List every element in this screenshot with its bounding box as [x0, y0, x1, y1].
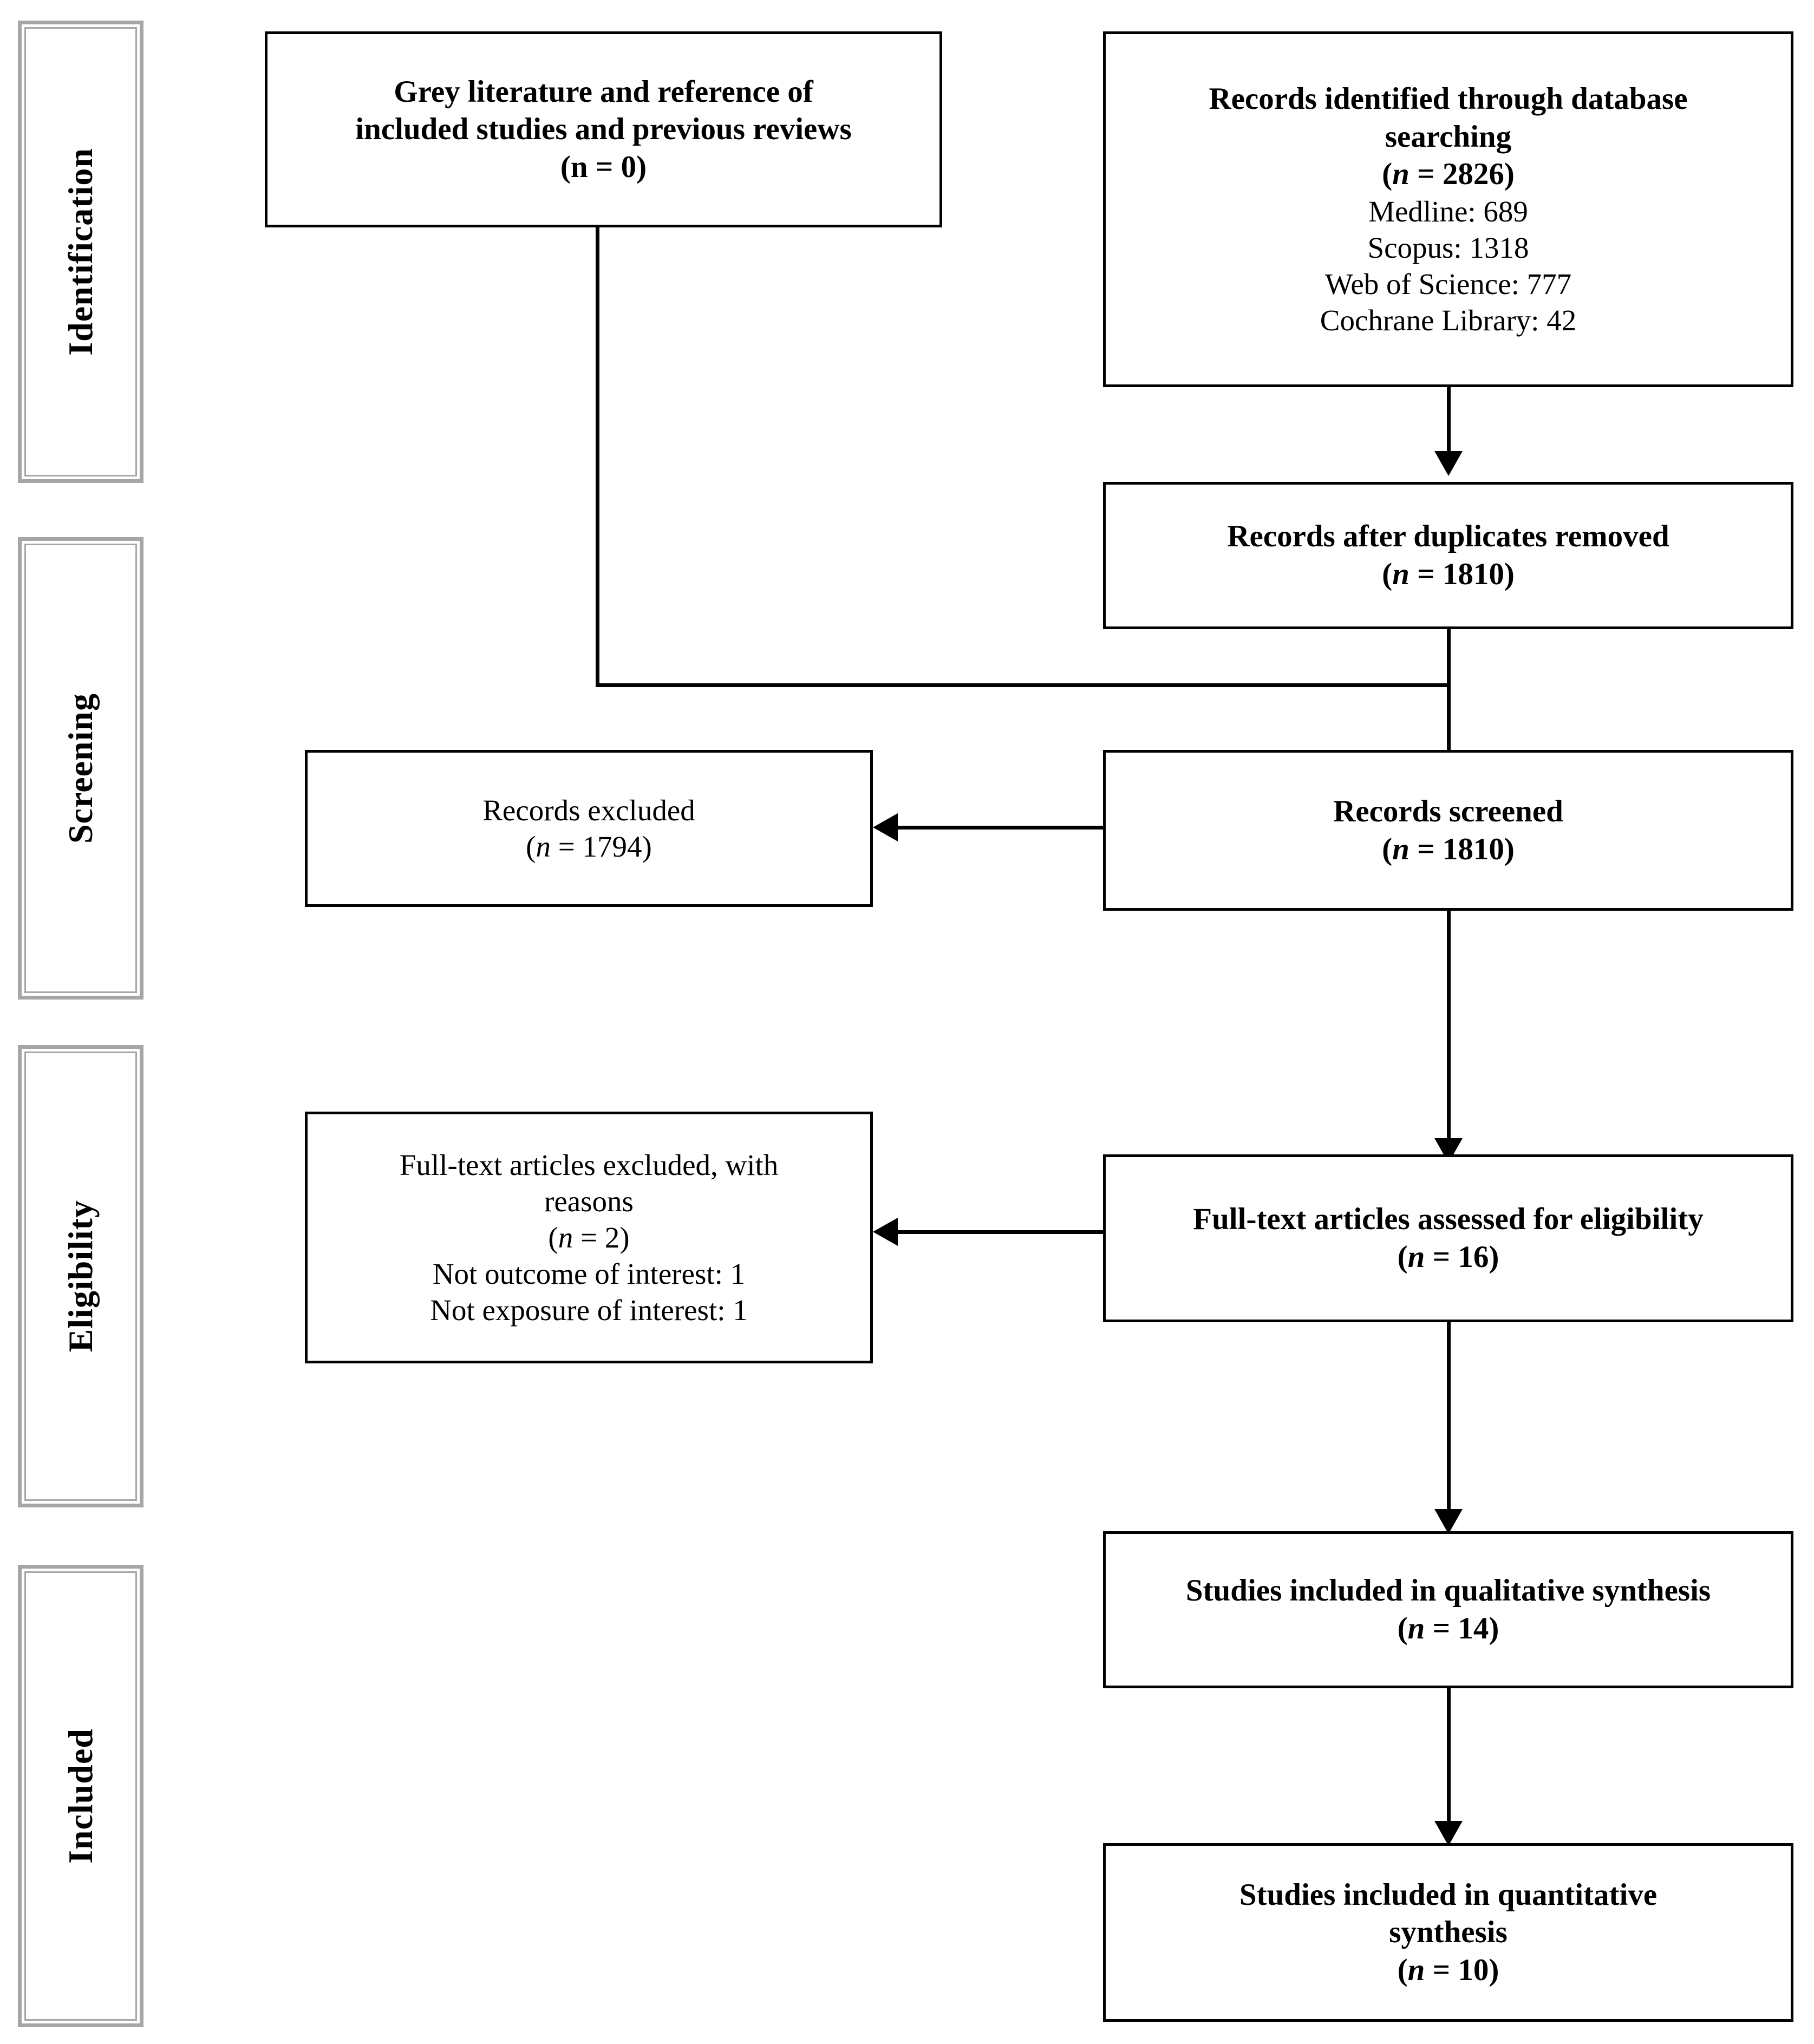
box-count: (n = 14)	[1121, 1610, 1776, 1648]
connector-qualitative-to-quantitative	[1447, 1688, 1451, 1821]
count-value: = 2826)	[1409, 157, 1515, 192]
count-value: = 1810)	[1409, 832, 1515, 866]
box-count: (n = 1810)	[1121, 831, 1776, 868]
source-item: Web of Science: 777	[1324, 267, 1572, 301]
count-value: = 16)	[1425, 1240, 1499, 1274]
count-value: = 1810)	[1409, 557, 1515, 591]
count-open: (	[1397, 1952, 1408, 1987]
reason-item: Not outcome of interest: 1	[432, 1257, 746, 1291]
box-quantitative-synthesis: Studies included in quantitative synthes…	[1103, 1843, 1793, 2022]
box-count: (n = 1810)	[1121, 556, 1776, 593]
connector-grey-literature-down	[596, 227, 599, 687]
count-n: (n	[560, 149, 588, 184]
count-value: = 14)	[1425, 1611, 1499, 1645]
stage-label-identification: Identification	[18, 21, 143, 483]
stage-label-frame: Included	[24, 1571, 137, 2021]
count-n: n	[1392, 157, 1410, 192]
box-duplicates-removed: Records after duplicates removed (n = 18…	[1103, 482, 1793, 629]
box-title-line-2: included studies and previous reviews	[355, 112, 852, 147]
connector-fulltext-to-qualitative	[1447, 1322, 1451, 1509]
box-title-line-1: Grey literature and reference of	[394, 74, 813, 109]
stage-label-included: Included	[18, 1565, 143, 2027]
arrowhead-screened-to-excluded	[873, 813, 898, 841]
count-open: (	[526, 830, 536, 863]
box-count: (n = 2)	[323, 1219, 855, 1256]
box-qualitative-synthesis: Studies included in qualitative synthesi…	[1103, 1531, 1793, 1688]
count-n: n	[1407, 1240, 1425, 1274]
count-n: n	[1392, 832, 1410, 866]
box-title: Records after duplicates removed	[1227, 519, 1669, 554]
box-grey-literature: Grey literature and reference of include…	[265, 31, 942, 227]
box-fulltext-excluded: Full-text articles excluded, with reason…	[305, 1112, 873, 1363]
box-title-line-1: Studies included in quantitative	[1239, 1877, 1658, 1912]
count-n: n	[1407, 1952, 1425, 1987]
box-title: Full-text articles assessed for eligibil…	[1193, 1202, 1704, 1237]
box-count: (n = 10)	[1121, 1951, 1776, 1989]
count-open: (	[1397, 1240, 1408, 1274]
count-value: = 10)	[1425, 1952, 1499, 1987]
box-title-line-2: synthesis	[1389, 1915, 1508, 1950]
count-open: (	[1382, 557, 1393, 591]
source-item: Scopus: 1318	[1367, 231, 1529, 264]
box-count: (n = 16)	[1121, 1238, 1776, 1276]
connector-grey-literature-right	[596, 683, 1448, 687]
box-title: Records screened	[1333, 794, 1563, 828]
count-open: (	[1382, 157, 1393, 192]
box-count: (n = 2826)	[1121, 155, 1776, 193]
count-open: (	[548, 1220, 558, 1254]
arrowhead-fulltext-to-qualitative	[1434, 1509, 1463, 1534]
arrowhead-qualitative-to-quantitative	[1434, 1821, 1463, 1846]
count-n: n	[558, 1220, 573, 1254]
count-n: n	[1392, 557, 1410, 591]
box-fulltext-assessed: Full-text articles assessed for eligibil…	[1103, 1154, 1793, 1322]
connector-screened-to-fulltext	[1447, 911, 1451, 1138]
box-title: Records excluded	[482, 793, 695, 827]
box-title-line-2: searching	[1385, 119, 1512, 154]
box-records-screened: Records screened (n = 1810)	[1103, 750, 1793, 911]
count-open: (	[1382, 832, 1393, 866]
source-item: Cochrane Library: 42	[1320, 303, 1577, 337]
connector-duplicates-to-screened	[1447, 629, 1451, 815]
box-records-excluded: Records excluded (n = 1794)	[305, 750, 873, 907]
stage-label-screening: Screening	[18, 537, 143, 1000]
count-open: (	[1397, 1611, 1408, 1645]
stage-label-frame: Screening	[24, 544, 137, 993]
count-value: = 2)	[573, 1220, 630, 1254]
box-database-search: Records identified through database sear…	[1103, 31, 1793, 387]
count-value: = 1794)	[550, 830, 652, 863]
connector-fulltext-to-excluded	[896, 1230, 1107, 1234]
stage-label-eligibility: Eligibility	[18, 1045, 143, 1507]
box-title-line-1: Records identified through database	[1209, 82, 1688, 116]
stage-label-text: Eligibility	[61, 1200, 100, 1353]
box-count: (n = 0)	[283, 148, 924, 186]
connector-screened-to-excluded	[896, 826, 1107, 830]
box-title-line-1: Full-text articles excluded, with	[399, 1148, 779, 1181]
box-title: Studies included in qualitative synthesi…	[1185, 1573, 1711, 1608]
stage-label-text: Included	[61, 1728, 100, 1864]
count-value: = 0)	[588, 149, 647, 184]
reason-item: Not exposure of interest: 1	[430, 1294, 748, 1327]
box-count: (n = 1794)	[323, 828, 855, 865]
connector-database-to-duplicates	[1447, 387, 1451, 451]
stage-label-frame: Identification	[24, 27, 137, 476]
arrowhead-database-to-duplicates	[1434, 451, 1463, 476]
arrowhead-fulltext-to-excluded	[873, 1218, 898, 1246]
stage-label-frame: Eligibility	[24, 1052, 137, 1501]
stage-label-text: Screening	[61, 693, 100, 844]
count-n: n	[536, 830, 551, 863]
source-item: Medline: 689	[1368, 194, 1528, 228]
count-n: n	[1407, 1611, 1425, 1645]
stage-label-text: Identification	[61, 148, 100, 356]
box-title-line-2: reasons	[544, 1184, 634, 1218]
